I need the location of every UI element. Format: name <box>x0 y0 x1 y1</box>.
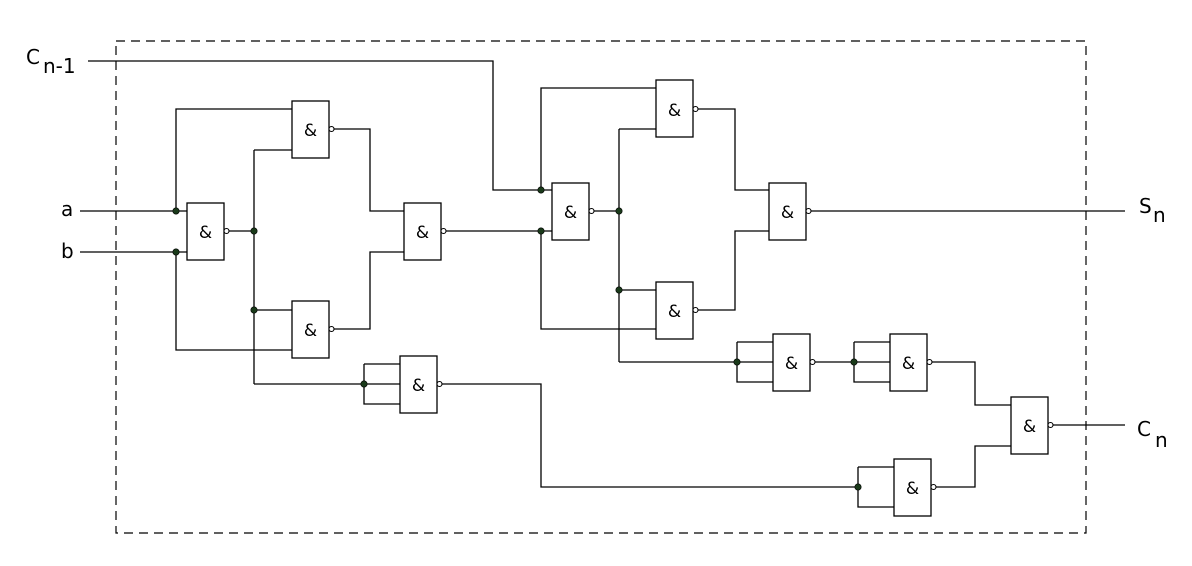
gate-symbol: & <box>416 223 429 243</box>
wire-g13-tie2 <box>857 467 894 508</box>
label-sn-sub: n <box>1153 203 1166 227</box>
label-cin-sub: n-1 <box>43 54 76 78</box>
wire-g13-g12 <box>936 445 1011 488</box>
junctions <box>172 186 862 491</box>
wire-g9-g13 <box>442 383 858 488</box>
wire-g11-tie2 <box>853 342 890 383</box>
gate-g5: & <box>551 182 595 241</box>
label-b: b <box>61 239 74 263</box>
gate-symbol: & <box>304 121 317 141</box>
wire-g2-g4 <box>334 128 404 212</box>
gate-symbol: & <box>564 203 577 223</box>
gate-g4: & <box>403 202 447 261</box>
dashed-boundary <box>115 40 1087 534</box>
gate-g10: & <box>772 333 816 392</box>
gate-g13: & <box>893 458 937 517</box>
label-cin: C n-1 <box>26 45 76 78</box>
junction-dot <box>537 227 545 235</box>
junction-dot <box>172 207 180 215</box>
gate-g6: & <box>655 79 699 138</box>
junction-dot <box>854 483 862 491</box>
wire-g7-g8 <box>698 230 769 311</box>
wires <box>80 60 1125 508</box>
wire-g11-g12 <box>932 361 1011 406</box>
junction-dot <box>615 286 623 294</box>
label-a: a <box>61 197 73 221</box>
wire-g4-g7 <box>540 231 656 330</box>
junction-dot <box>172 248 180 256</box>
label-cin-main: C <box>26 45 40 69</box>
gate-g7: & <box>655 281 699 340</box>
label-sn: S n <box>1139 194 1166 227</box>
wire-a-g2 <box>175 108 292 211</box>
gate-symbol: & <box>668 302 681 322</box>
label-sn-main: S <box>1139 194 1152 218</box>
label-cout-main: C <box>1137 417 1151 441</box>
label-cout-sub: n <box>1155 428 1168 452</box>
junction-dot <box>537 186 545 194</box>
gate-g12: & <box>1010 396 1054 455</box>
junction-dot <box>250 227 258 235</box>
wire-g9-tie <box>363 364 400 405</box>
junction-dot <box>850 358 858 366</box>
gate-g1: & <box>186 202 230 261</box>
gate-g11: & <box>889 333 933 392</box>
wire-g3-g4 <box>334 251 404 330</box>
gate-symbol: & <box>199 223 212 243</box>
gate-g2: & <box>291 100 335 159</box>
junction-dot <box>360 380 368 388</box>
wire-g10-tie2 <box>736 342 773 383</box>
junction-dot <box>250 306 258 314</box>
wire-b-g3 <box>175 252 292 351</box>
gate-symbol: & <box>412 376 425 396</box>
gate-g8: & <box>768 182 812 241</box>
junction-dot <box>615 207 623 215</box>
wire-cin-g6 <box>540 87 656 190</box>
wire-g6-g8 <box>698 108 769 191</box>
gate-symbol: & <box>781 203 794 223</box>
junction-dot <box>733 358 741 366</box>
gate-symbol: & <box>304 321 317 341</box>
gate-symbol: & <box>906 479 919 499</box>
gate-symbol: & <box>1023 417 1036 437</box>
gate-symbol: & <box>785 354 798 374</box>
gate-g3: & <box>291 300 335 359</box>
wire-cin <box>88 60 552 191</box>
gate-g9: & <box>399 355 443 414</box>
gate-symbol: & <box>668 101 681 121</box>
label-cout: C n <box>1137 417 1168 452</box>
gate-symbol: & <box>902 354 915 374</box>
